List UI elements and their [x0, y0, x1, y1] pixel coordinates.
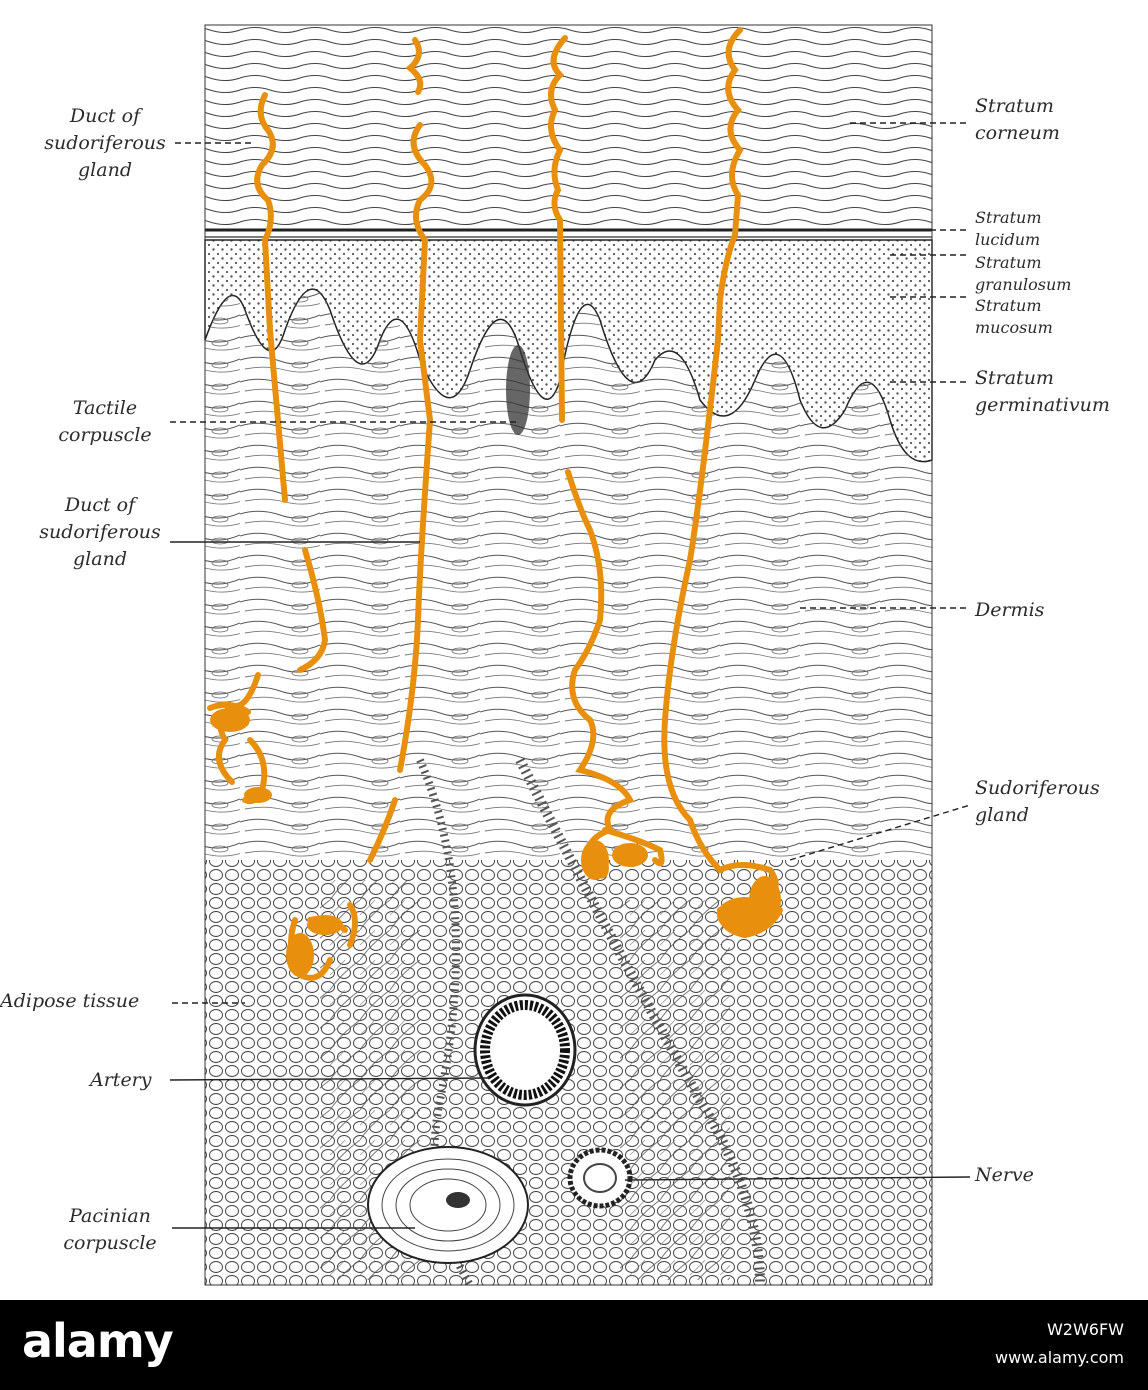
label-tactile-corpuscle: Tactile corpuscle: [58, 397, 152, 446]
leader-lines: [169, 122, 971, 1229]
label-adipose-tissue: Adipose tissue: [0, 990, 140, 1012]
label-duct-of-sudoriferous-gland-middle: Duct of sudoriferous gland: [39, 494, 161, 570]
footer-url: www.alamy.com: [995, 1348, 1124, 1367]
label-stratum-corneum: Stratum corneum: [975, 95, 1060, 144]
label-artery: Artery: [90, 1069, 152, 1091]
dermis-layer: [205, 289, 932, 861]
label-stratum-germinativum: Stratum germinativum: [975, 367, 1110, 416]
sweat-gland-coils: [210, 708, 781, 977]
label-pacinian-corpuscle: Pacinian corpuscle: [63, 1205, 157, 1254]
label-stratum-granulosum: Stratum granulosum: [975, 253, 1072, 294]
label-dermis: Dermis: [975, 599, 1045, 621]
watermark-footer: alamy W2W6FW www.alamy.com: [0, 1300, 1148, 1390]
tactile-corpuscle-shape: [506, 345, 530, 435]
image-id: W2W6FW: [1046, 1320, 1124, 1339]
skin-cross-section-diagram: [169, 24, 971, 1288]
nerve-shape: [567, 1147, 633, 1209]
alamy-logo: alamy: [22, 1314, 174, 1368]
label-stratum-mucosum: Stratum mucosum: [975, 296, 1053, 337]
label-nerve: Nerve: [975, 1164, 1034, 1186]
pacinian-corpuscle-shape: [367, 1146, 529, 1264]
stratum-corneum-layer: [205, 25, 932, 230]
label-duct-of-sudoriferous-gland-top: Duct of sudoriferous gland: [44, 105, 166, 181]
label-stratum-lucidum: Stratum lucidum: [975, 208, 1042, 249]
label-sudoriferous-gland: Sudoriferous gland: [975, 777, 1100, 826]
tissue-block: [204, 24, 933, 1288]
artery-shape: [473, 993, 577, 1107]
